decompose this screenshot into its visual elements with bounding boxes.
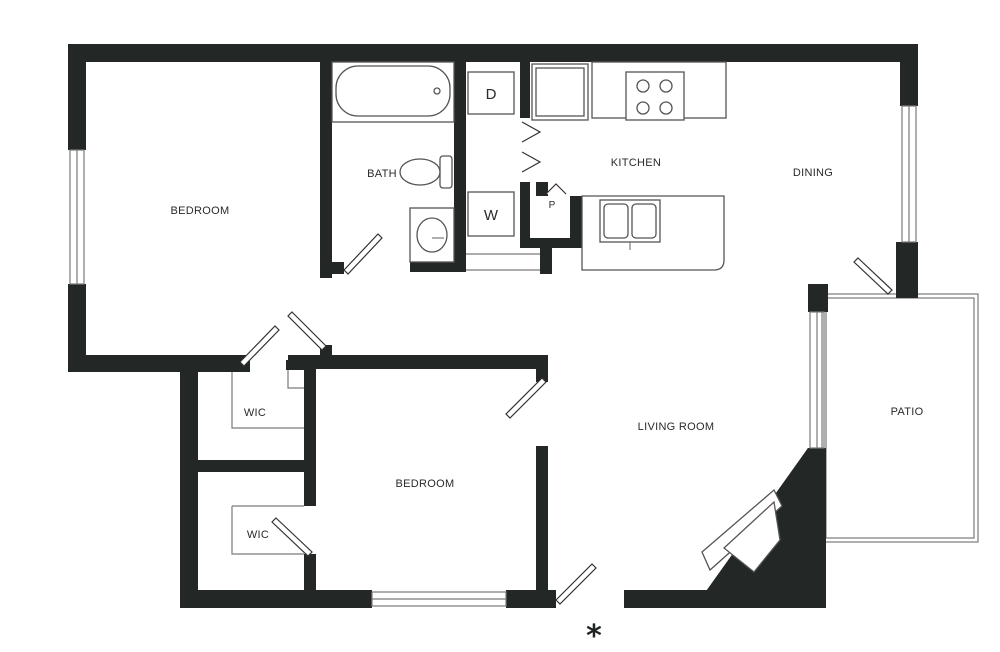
entry-marker: * xyxy=(586,619,602,652)
living-room-label: LIVING ROOM xyxy=(638,421,715,433)
bedroom-2-label: BEDROOM xyxy=(396,478,455,490)
wic-1-label: WIC xyxy=(244,407,266,419)
washer-label: W xyxy=(484,207,499,224)
room-labels: BEDROOM BATH KITCHEN DINING PATIO LIVING… xyxy=(171,157,924,541)
bath-sink xyxy=(409,207,455,263)
interior-walls xyxy=(198,62,582,594)
fireplace xyxy=(701,448,808,573)
dryer-label: D xyxy=(486,86,497,103)
washer-appliance: W xyxy=(467,191,515,237)
bedroom-1-label: BEDROOM xyxy=(171,205,230,217)
pantry: P xyxy=(549,200,556,211)
dining-label: DINING xyxy=(793,167,833,179)
dryer-appliance: D xyxy=(467,71,515,115)
windows xyxy=(69,105,917,607)
bathtub xyxy=(331,61,455,123)
doors xyxy=(239,121,893,605)
pantry-label: P xyxy=(549,200,556,211)
refrigerator xyxy=(531,63,589,121)
kitchen-island xyxy=(581,195,725,271)
kitchen-label: KITCHEN xyxy=(611,157,661,169)
toilet xyxy=(399,155,453,189)
kitchen-counter-top xyxy=(591,61,727,121)
patio-outline xyxy=(821,293,979,543)
bath-label: BATH xyxy=(367,168,397,180)
thin-partitions xyxy=(231,253,540,555)
wic-2-label: WIC xyxy=(247,529,269,541)
patio-label: PATIO xyxy=(891,406,924,418)
